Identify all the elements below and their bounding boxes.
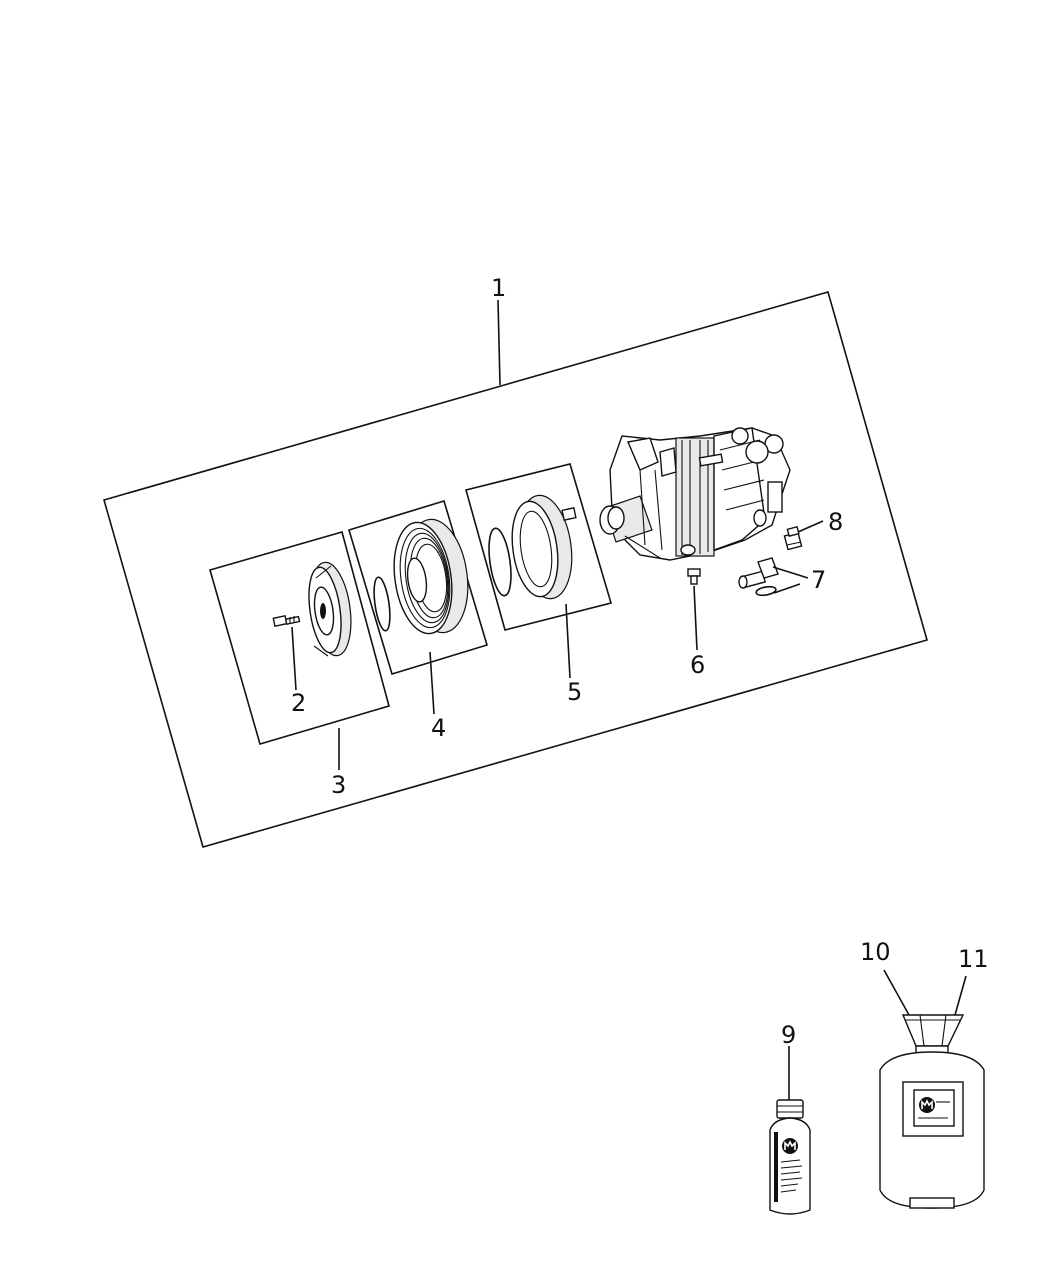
refrigerant-tank-part [879, 1014, 985, 1209]
mopar-logo-icon [782, 1138, 798, 1154]
leader-lines [291, 299, 967, 1100]
oil-bottle-part [769, 1099, 811, 1215]
callout-9: 9 [781, 1021, 796, 1049]
callout-11: 11 [958, 945, 989, 973]
coil-frame [465, 463, 613, 631]
pulley-frame [348, 499, 488, 676]
callout-1: 1 [491, 274, 506, 302]
callout-3: 3 [331, 771, 346, 799]
compressor-body [599, 427, 791, 561]
clutch-plate-frame [209, 531, 390, 745]
callout-6: 6 [690, 651, 705, 679]
bolt-part [272, 615, 301, 627]
callout-4: 4 [431, 714, 446, 742]
field-coil-part [511, 494, 577, 600]
assembly-frame [103, 291, 928, 848]
callout-2: 2 [291, 689, 306, 717]
valve-part [783, 525, 803, 551]
o-ring-fitting [755, 585, 777, 597]
callout-7: 7 [811, 566, 826, 594]
clutch-plate-part [308, 561, 352, 657]
mopar-logo-icon [919, 1097, 935, 1113]
o-ring-small [373, 576, 391, 632]
snap-ring [488, 527, 512, 597]
callout-5: 5 [567, 678, 582, 706]
mounting-bolt-part [687, 568, 701, 585]
fitting-part [738, 557, 779, 589]
callout-8: 8 [828, 508, 843, 536]
pulley-part [393, 518, 469, 635]
callout-10: 10 [860, 938, 891, 966]
